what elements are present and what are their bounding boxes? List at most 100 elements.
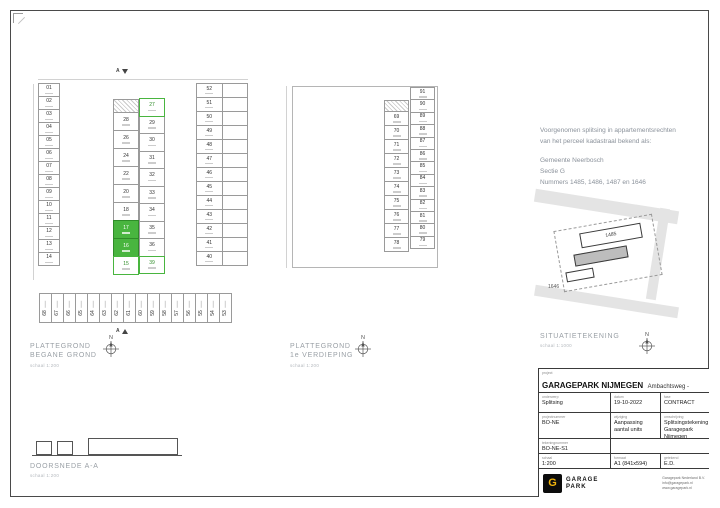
unit-size-text xyxy=(418,232,427,234)
unit-number: 02 xyxy=(46,98,52,104)
rotated-label: 58 xyxy=(162,300,168,315)
unit-cell: 04 xyxy=(38,122,60,136)
unit-cell-rear xyxy=(222,251,248,266)
situation-map: 1485 1646 xyxy=(533,188,680,324)
north-arrow-icon: N xyxy=(639,332,655,354)
plan-title: PLATTEGROND xyxy=(290,343,351,350)
section-caption: DOORSNEDE A-A schaal 1:200 xyxy=(30,462,99,478)
unit-cell: 27 xyxy=(139,98,165,117)
unit-cell-rear xyxy=(222,97,248,112)
unit-size-text xyxy=(205,232,214,235)
unit-number: 78 xyxy=(393,239,400,246)
unit-size-text xyxy=(205,120,214,123)
unit-number: 46 xyxy=(206,169,213,176)
field-label: onderwerp xyxy=(542,395,559,399)
unit-size-text xyxy=(148,249,156,252)
unit-cell: 36 xyxy=(139,238,165,257)
unit-size-text xyxy=(45,131,53,133)
section-marker-label: A xyxy=(116,68,120,74)
notes-line: Voorgenomen splitsing in appartementsrec… xyxy=(540,127,676,134)
rotated-label: 56 xyxy=(186,300,192,315)
formaat-cell: formaat A1 (841x594) xyxy=(610,454,660,468)
logo-word: PARK xyxy=(566,483,587,490)
unit-size-text xyxy=(392,135,401,137)
titleblock-row: schaal 1:200 formaat A1 (841x594) geteke… xyxy=(539,454,709,469)
titleblock-logo-row: G GARAGE PARK Garagepark Nederland B.V. … xyxy=(539,469,709,498)
rotated-label: 55 xyxy=(198,300,204,315)
unit-number: 76 xyxy=(393,211,400,218)
unit-number: 42 xyxy=(206,225,213,232)
section-arrow-icon xyxy=(121,328,128,334)
unit-size-text xyxy=(45,209,53,211)
notes-line: van het perceel kadastraal bekend als: xyxy=(540,137,652,145)
unit-size-text xyxy=(205,218,214,221)
unit-cell: 86 xyxy=(410,148,435,163)
unit-size-text xyxy=(205,176,214,179)
unit-cell-rear xyxy=(222,167,248,182)
unit-number: 06 xyxy=(46,150,52,156)
title-block: project GARAGEPARK NIJMEGEN Ambachtsweg … xyxy=(538,368,709,497)
unit-row: 51 xyxy=(196,97,248,112)
unit-row: 42 xyxy=(196,223,248,238)
unit-size-text xyxy=(205,260,214,263)
unit-number: 15 xyxy=(123,260,129,267)
field-label: schaal xyxy=(542,456,553,460)
unit-cell: 08 xyxy=(38,174,60,188)
unit-size-text xyxy=(148,162,156,164)
unit-size-text xyxy=(45,92,53,94)
unit-cell: 87 xyxy=(410,136,435,150)
rotated-label: 65 xyxy=(78,300,84,315)
unit-number: 72 xyxy=(393,155,400,162)
unit-row: 50 xyxy=(196,111,248,126)
field-label: formaat xyxy=(614,456,626,460)
unit-size-text xyxy=(392,219,401,221)
unit-number: 03 xyxy=(46,111,52,117)
unit-cell: 41 xyxy=(196,237,223,252)
unit-cell: 44 xyxy=(196,195,223,210)
notes-line: Nummers 1485, 1486, 1487 en 1646 xyxy=(540,178,646,186)
ground-mid-left-column: 28 26 24 22 20 xyxy=(113,99,139,275)
drawing-frame xyxy=(10,10,709,497)
unit-size-text xyxy=(418,195,427,197)
parcel-number: 1646 xyxy=(548,284,560,290)
logo-word: GARAGE xyxy=(566,476,599,483)
unit-row: 44 xyxy=(196,195,248,210)
unit-cell: 45 xyxy=(196,181,223,196)
unit-cell: 24 xyxy=(113,148,139,167)
unit-number: 66 xyxy=(66,309,72,316)
unit-size-text xyxy=(148,127,156,129)
unit-size-text xyxy=(205,190,214,193)
unit-size-text xyxy=(45,261,53,263)
unit-row: 45 xyxy=(196,181,248,196)
rotated-label: 64 xyxy=(90,300,96,315)
unit-size-text xyxy=(116,300,119,308)
unit-number: 18 xyxy=(123,206,129,213)
unit-cell: 47 xyxy=(196,153,223,168)
unit-number: 10 xyxy=(46,202,52,208)
unit-size-text xyxy=(418,207,427,210)
unit-size-text xyxy=(148,214,156,217)
ground-left-unit-column: 01 02 03 04 05 06 xyxy=(38,83,60,266)
unit-size-text xyxy=(92,300,95,308)
unit-size-text xyxy=(45,196,53,198)
unit-number: 60 xyxy=(138,309,144,316)
svg-text:N: N xyxy=(109,335,113,341)
ground-plan-caption: PLATTEGROND BEGANE GROND schaal 1:200 xyxy=(30,342,97,368)
section-arrow-icon xyxy=(121,68,128,74)
unit-number: 53 xyxy=(222,309,228,316)
unit-number: 20 xyxy=(123,188,129,195)
unit-cell: 11 xyxy=(38,213,60,227)
unit-cell: 73 xyxy=(384,167,409,182)
unit-cell: 17 xyxy=(113,220,139,239)
dimension-line xyxy=(286,86,287,268)
unit-number: 89 xyxy=(419,113,426,120)
unit-cell: 72 xyxy=(384,153,409,168)
unit-cell: 07 xyxy=(38,161,60,175)
unit-cell: 06 xyxy=(38,148,60,162)
unit-number: 13 xyxy=(46,241,52,247)
scale-label: schaal 1:1000 xyxy=(540,343,572,349)
unit-cell-rear xyxy=(222,195,248,210)
unit-cell: 02 xyxy=(38,96,60,110)
unit-cell-rear xyxy=(222,237,248,252)
